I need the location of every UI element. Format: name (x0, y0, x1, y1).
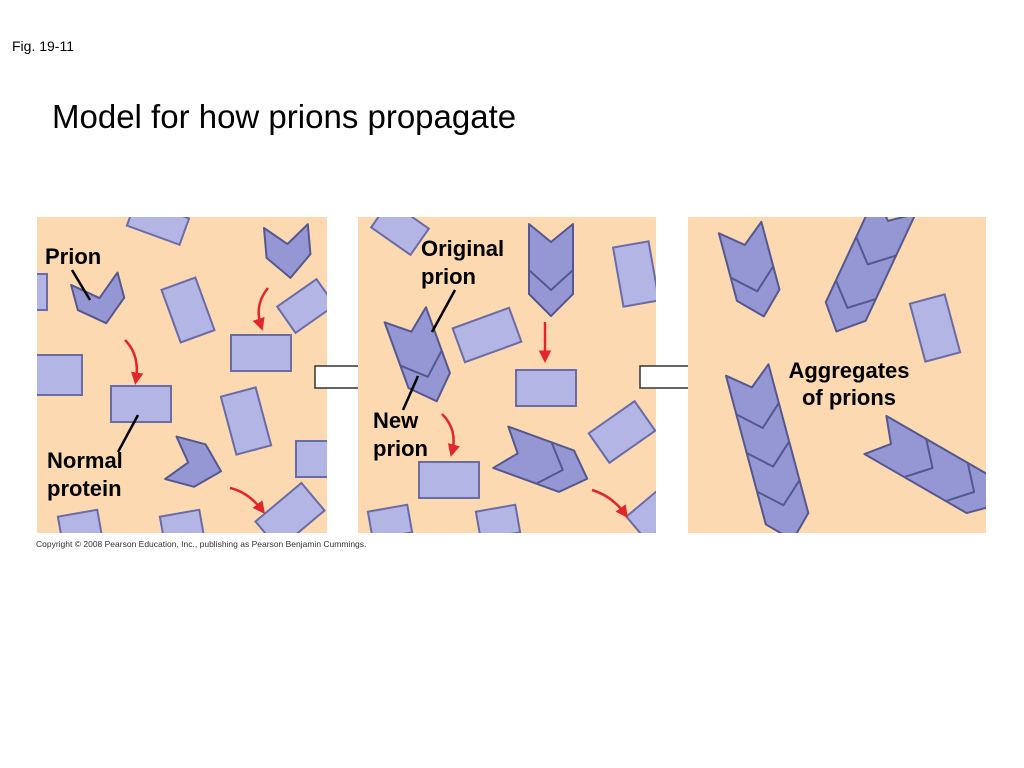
normal-protein (474, 503, 522, 533)
aggregates-label-line1: Aggregates (788, 358, 909, 383)
conversion-arrow (229, 486, 266, 514)
panel-3-aggregates: Aggregates of prions (688, 217, 986, 533)
normal-protein (369, 217, 431, 257)
prion-monomer (262, 223, 312, 279)
normal-protein (160, 276, 216, 344)
normal-protein (275, 277, 327, 335)
normal-protein (110, 385, 172, 423)
normal-protein-pointer-line (116, 414, 140, 453)
prion-pointer-line (70, 269, 92, 301)
normal-protein (158, 508, 206, 533)
normal-protein (418, 461, 480, 499)
panel-2-conversion: Original prion New prion (358, 217, 656, 533)
new-prion-label-line1: New (373, 408, 419, 433)
original-prion-pointer-line (430, 289, 457, 333)
figure-label: Fig. 19-11 (12, 38, 74, 54)
conversion-arrow (252, 287, 269, 331)
normal-protein (587, 399, 656, 465)
prion-monomer (70, 271, 126, 325)
prion-dimer (528, 223, 574, 317)
prion-label: Prion (45, 244, 101, 269)
normal-protein (366, 503, 414, 533)
normal-protein (624, 489, 656, 533)
normal-protein (56, 508, 104, 533)
normal-protein (254, 481, 326, 533)
normal-protein-label-line1: Normal (47, 448, 123, 473)
prion-aggregate (863, 414, 986, 515)
normal-protein (611, 240, 656, 308)
normal-protein-label-line2: protein (47, 476, 122, 501)
normal-protein (295, 440, 327, 478)
normal-protein (908, 293, 962, 363)
normal-protein (219, 386, 273, 456)
prion-aggregate (724, 363, 810, 533)
prion-dimer (492, 425, 589, 493)
normal-protein (125, 217, 191, 247)
aggregates-label-line2: of prions (802, 385, 896, 410)
copyright-notice: Copyright © 2008 Pearson Education, Inc.… (36, 539, 367, 549)
normal-protein (230, 334, 292, 372)
normal-protein (37, 273, 48, 311)
conversion-arrow (124, 339, 144, 385)
panel-2-background (358, 217, 656, 533)
page-title: Model for how prions propagate (52, 98, 517, 135)
normal-protein (515, 369, 577, 407)
conversion-arrow (441, 413, 461, 457)
prion-aggregate (717, 220, 781, 318)
prion-monomer (164, 435, 223, 488)
prion-aggregate (824, 217, 917, 333)
new-prion-label-line2: prion (373, 436, 428, 461)
normal-protein (37, 354, 83, 396)
original-prion-label-line1: Original (421, 236, 504, 261)
panel-1-initial: Prion Normal protein (37, 217, 327, 533)
new-prion-pointer-line (401, 375, 420, 411)
original-prion-label-line2: prion (421, 264, 476, 289)
conversion-arrow (591, 488, 628, 519)
normal-protein (451, 306, 523, 364)
